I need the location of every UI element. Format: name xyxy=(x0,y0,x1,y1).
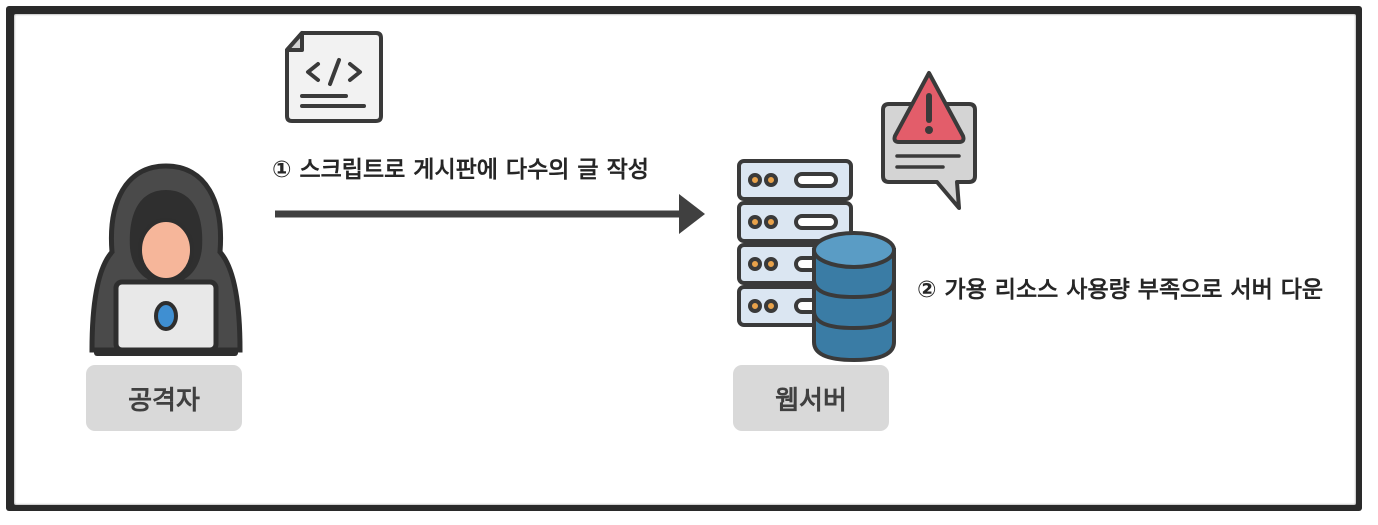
attacker-label-text: 공격자 xyxy=(128,385,200,416)
code-document-icon xyxy=(285,31,383,123)
server-database-icon xyxy=(737,159,896,363)
webserver-label-text: 웹서버 xyxy=(775,385,847,416)
step2-text: ② 가용 리소스 사용량 부족으로 서버 다운 xyxy=(917,277,1324,303)
step1-text: ① 스크립트로 게시판에 다수의 글 작성 xyxy=(272,157,649,183)
warning-bubble-icon xyxy=(881,71,977,210)
attacker-label: 공격자 xyxy=(86,365,242,431)
hooded-hacker-icon xyxy=(89,163,243,356)
flow-arrow xyxy=(275,194,705,234)
webserver-label: 웹서버 xyxy=(733,365,889,431)
